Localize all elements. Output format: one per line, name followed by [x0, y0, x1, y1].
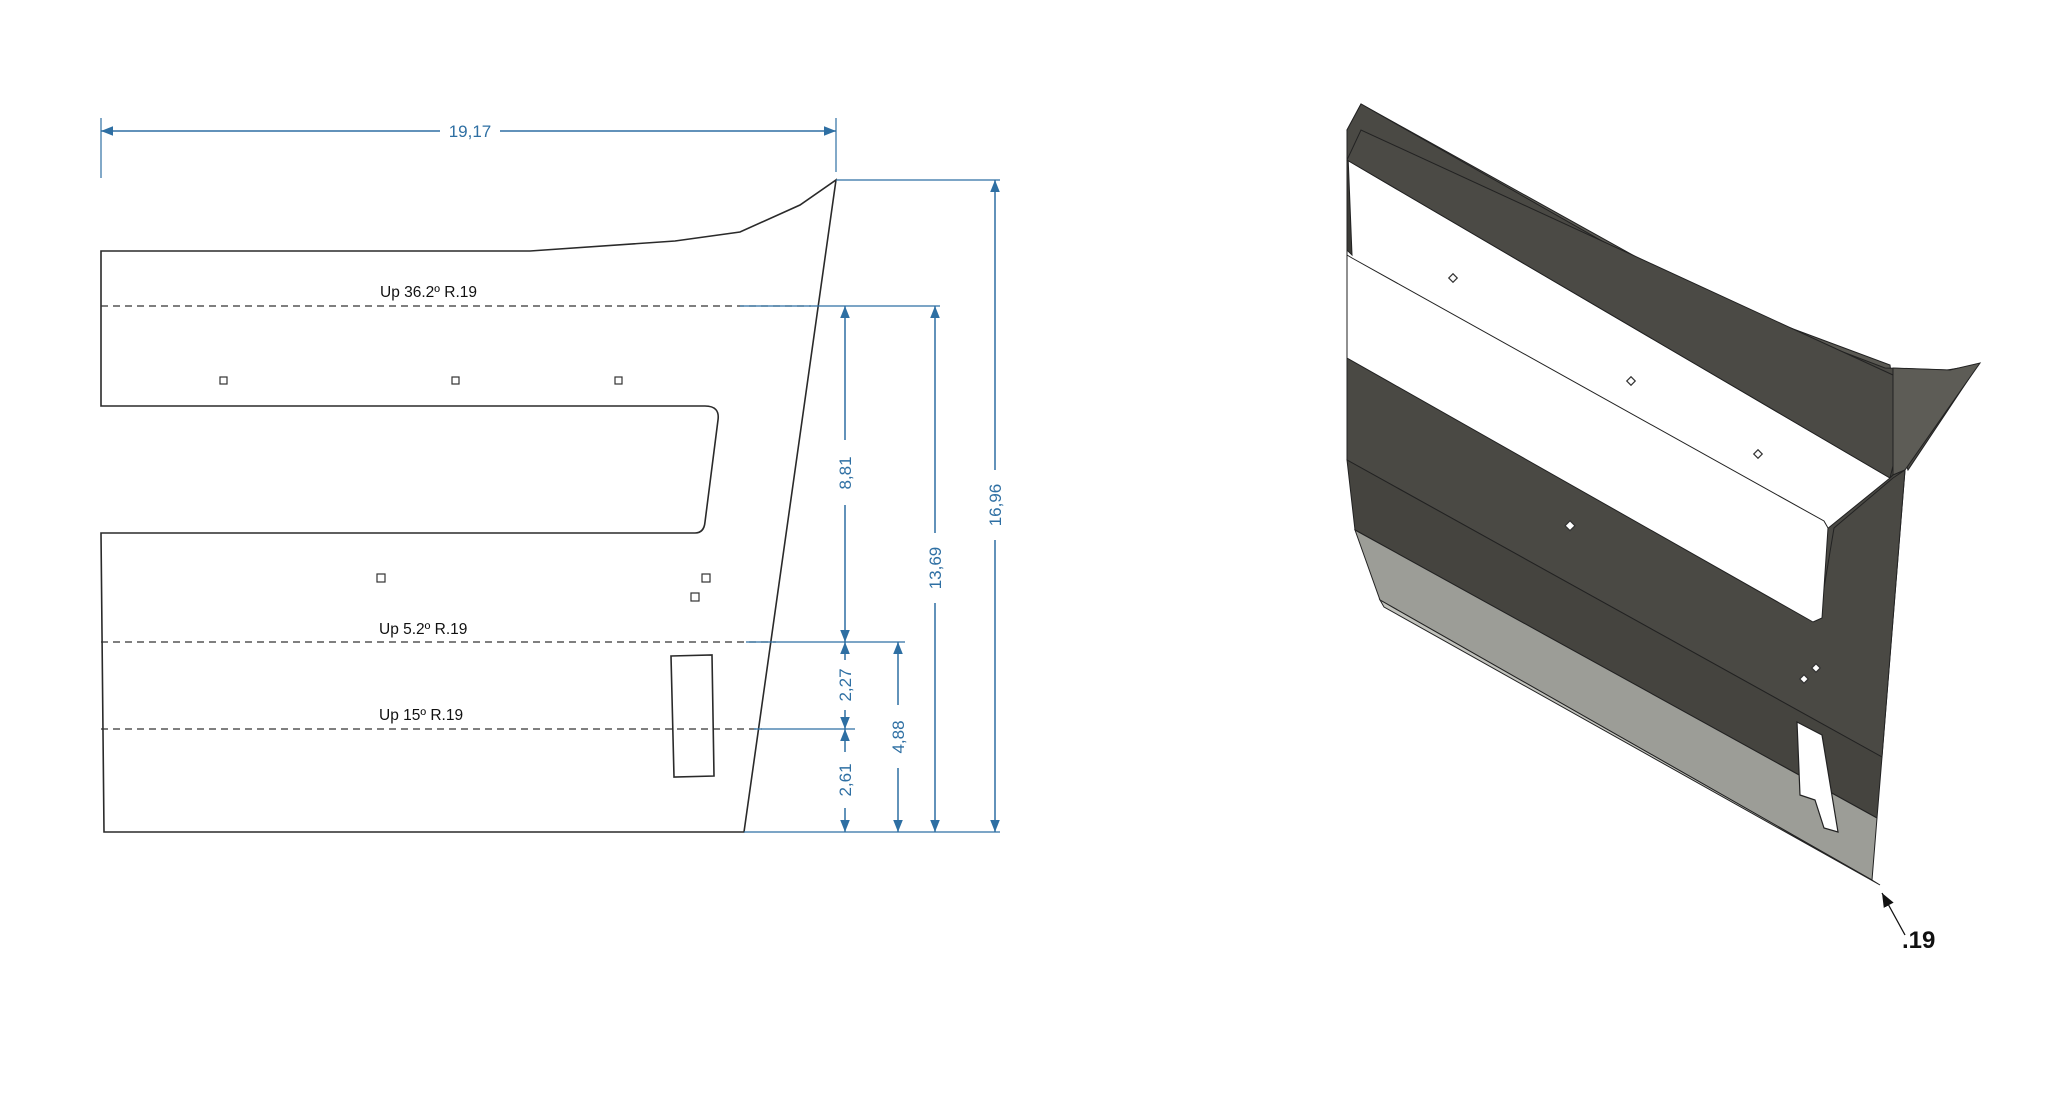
bottom-flange-edge: [1378, 598, 1881, 886]
bend-note-middle: Up 5.2º R.19: [379, 621, 467, 638]
thickness-leader: [1881, 892, 1906, 936]
dimension-upper-section: 8,81: [836, 306, 855, 642]
dimension-middle-section: 2,27: [836, 642, 855, 729]
dimension-overall-width: 19,17: [100, 118, 837, 178]
slot-cutout: [670, 654, 715, 778]
tail-fin: [1892, 362, 1982, 476]
hole: [690, 592, 700, 602]
hole: [1447, 272, 1459, 284]
thickness-label: .19: [1902, 927, 1935, 954]
dimension-label-2-27: 2,27: [836, 668, 855, 701]
bend-note-bottom: Up 15º R.19: [379, 707, 463, 724]
flat-pattern-outline: [100, 178, 838, 833]
isometric-view: .19: [1346, 103, 1982, 954]
hole: [1564, 519, 1576, 532]
flat-pattern-view: Up 36.2º R.19 Up 5.2º R.19 Up 15º R.19 1…: [100, 118, 1005, 833]
hole: [451, 376, 460, 385]
hole: [1625, 375, 1637, 387]
dimension-label-8-81: 8,81: [836, 456, 855, 489]
dimension-height-from-second-bend: 4,88: [889, 642, 908, 832]
hole: [1810, 662, 1822, 674]
bend-note-top: Up 36.2º R.19: [380, 284, 477, 301]
dimension-label-4-88: 4,88: [889, 720, 908, 753]
dimension-label-16-96: 16,96: [986, 484, 1005, 527]
hole: [701, 573, 711, 583]
slot-opening: [1796, 720, 1839, 833]
dimension-label-13-69: 13,69: [926, 547, 945, 590]
dimension-bottom-section: 2,61: [836, 729, 855, 832]
panel-gap: [1346, 254, 1829, 623]
hole: [376, 573, 386, 583]
dimension-label-2-61: 2,61: [836, 763, 855, 796]
dimension-label-width: 19,17: [449, 122, 492, 141]
hole: [1752, 448, 1764, 460]
dimension-overall-height: 16,96: [986, 180, 1005, 832]
hole: [219, 376, 228, 385]
hole: [1798, 673, 1810, 685]
hole: [614, 376, 623, 385]
dimension-height-from-first-bend: 13,69: [926, 306, 945, 832]
